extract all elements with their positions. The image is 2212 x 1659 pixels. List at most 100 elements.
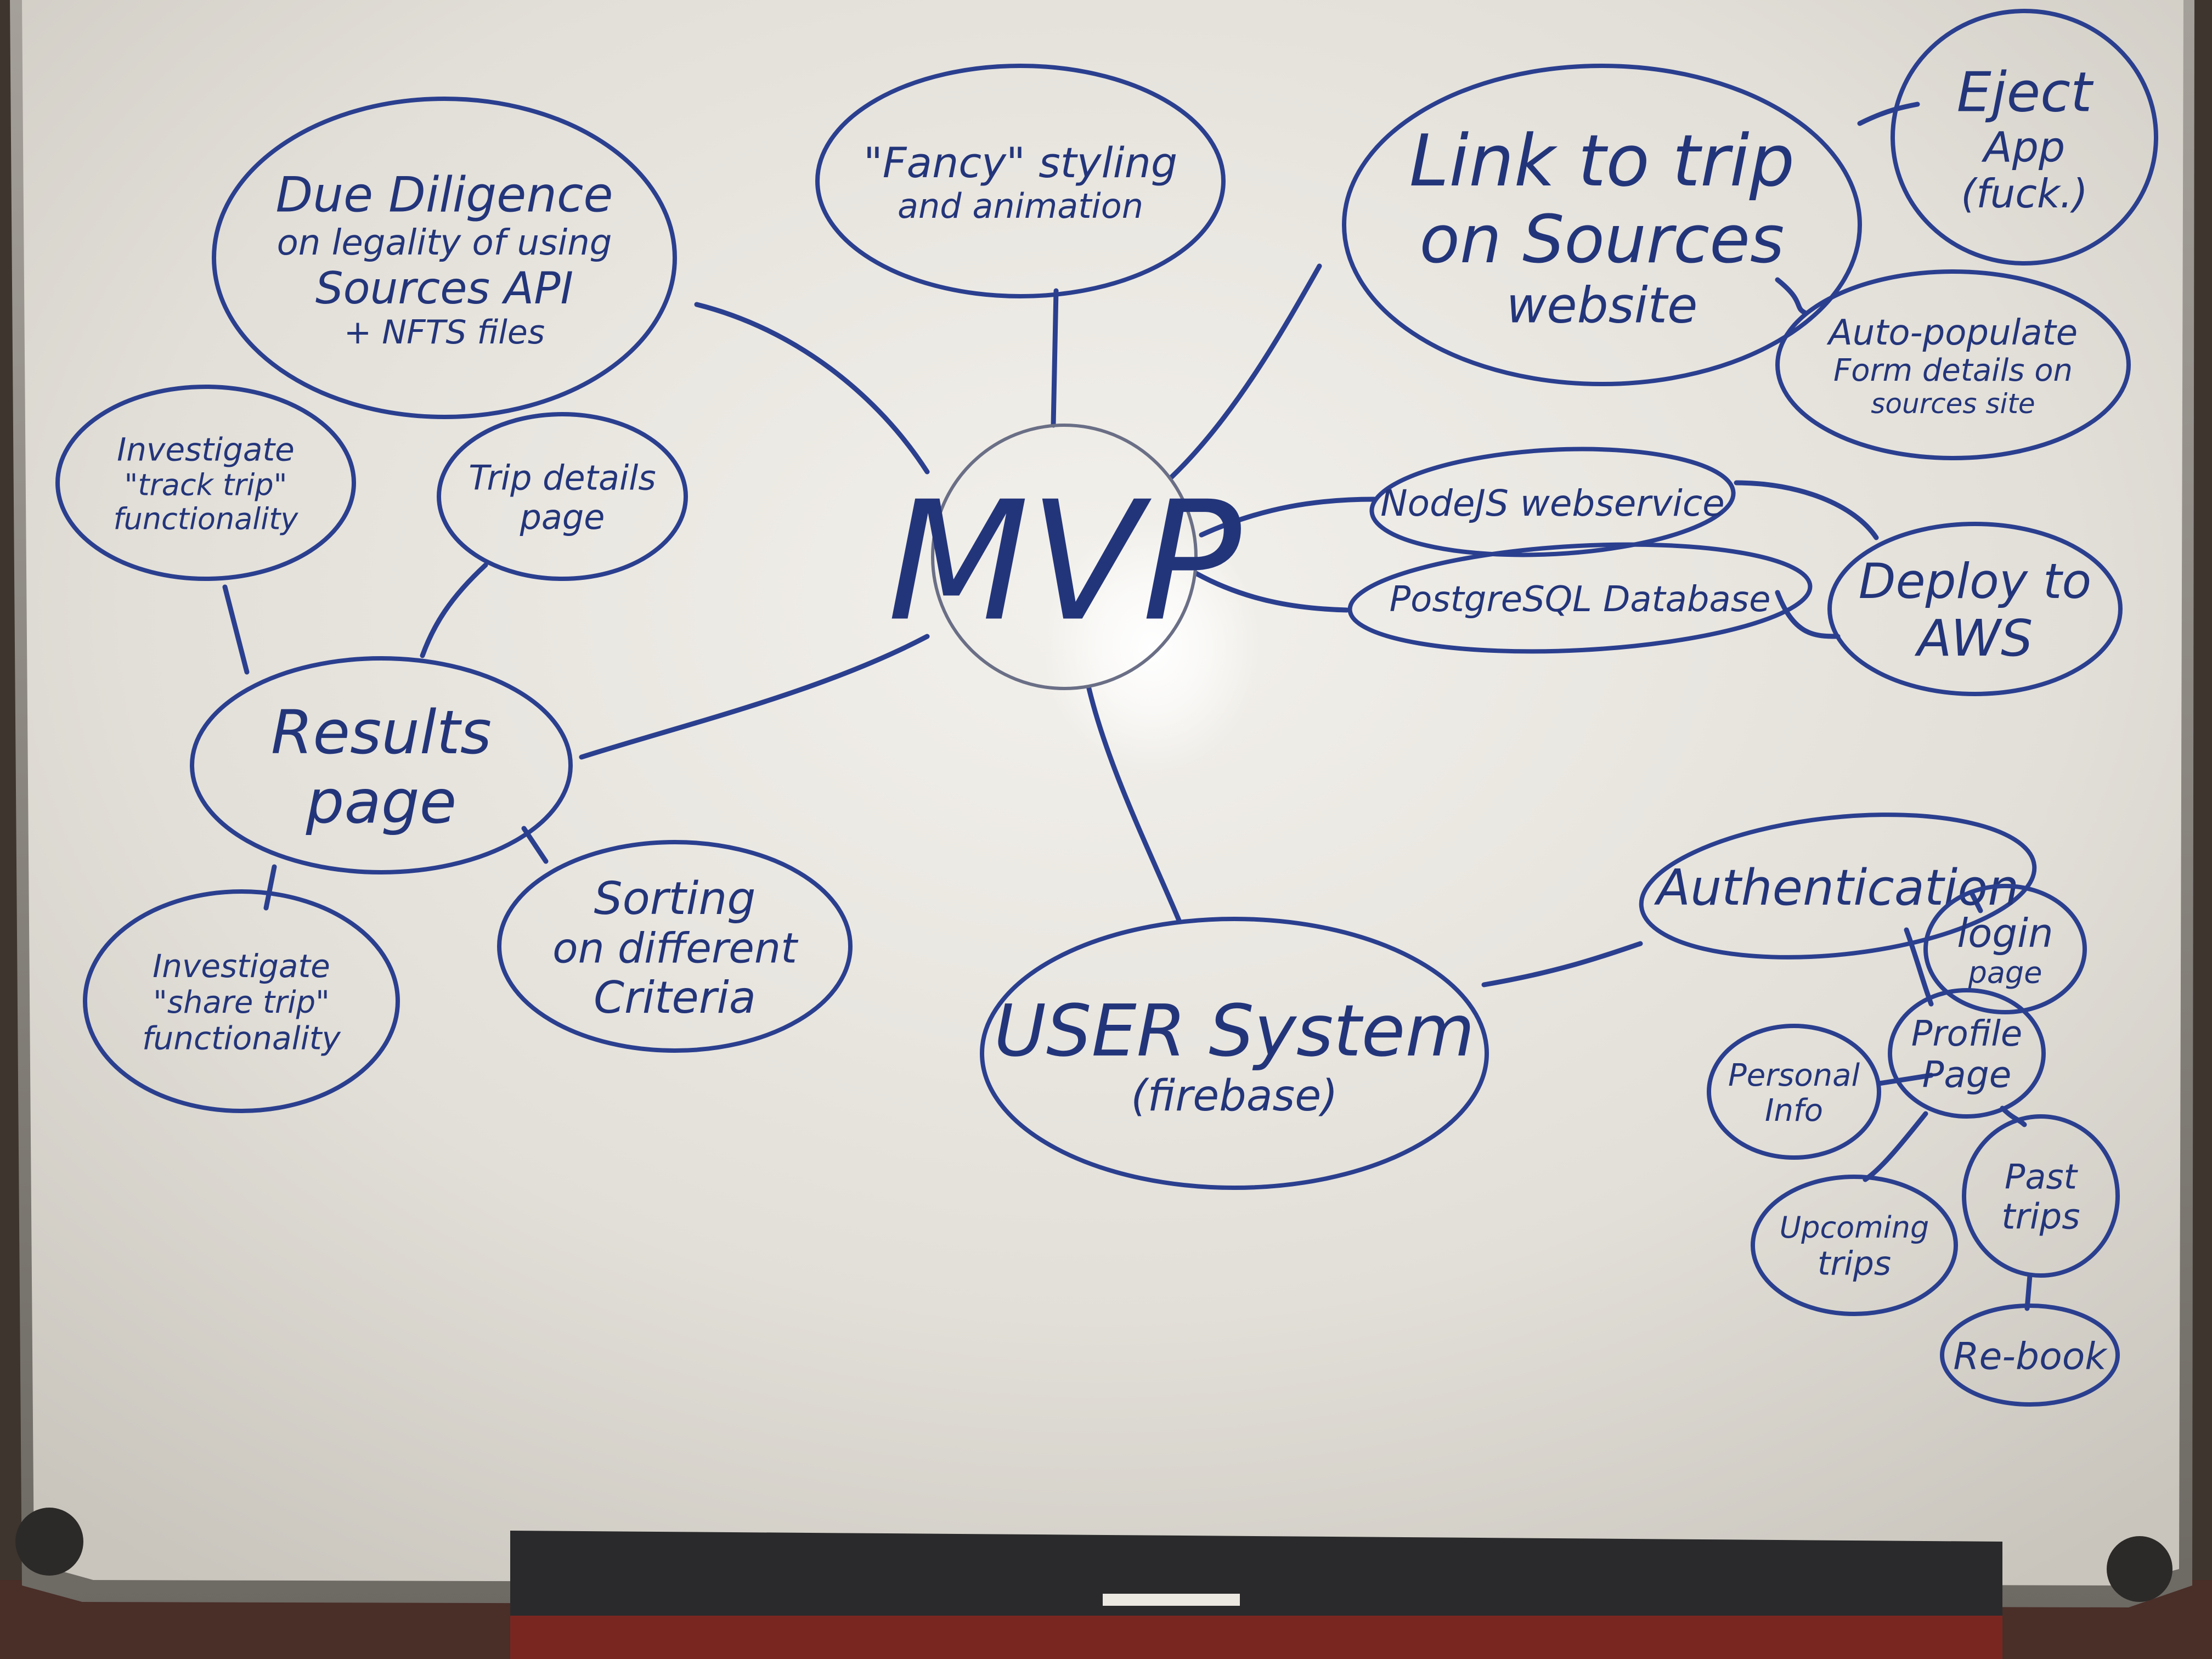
authentication-bubble: Authentication — [1639, 812, 2037, 960]
authentication-text-line-1: Authentication — [1654, 859, 2019, 917]
eject-app-text-line-3: (fuck.) — [1961, 171, 2087, 217]
nodejs-webservice-bubble: NodeJS webservice — [1369, 447, 1736, 557]
sorting-criteria-outline — [497, 840, 853, 1053]
upcoming-trips-outline — [1751, 1175, 1958, 1316]
profile-page-outline — [1888, 988, 2046, 1119]
line-track-results — [222, 584, 250, 675]
connector-lines — [222, 101, 2033, 1311]
sorting-criteria-text-line-2: on different — [552, 924, 799, 973]
auto-populate-text-line-2: Form details on — [1833, 353, 2073, 388]
line-mvp-nodejs — [1199, 496, 1377, 538]
investigate-share-trip-text-line-2: "share trip" — [153, 985, 330, 1020]
personal-info-outline — [1707, 1024, 1881, 1160]
postgresql-database-bubble: PostgreSQL Database — [1347, 542, 1813, 654]
investigate-track-trip-bubble: Investigate"track trip"functionality — [55, 385, 356, 581]
frame-corner-left — [15, 1508, 83, 1576]
link-to-trip-text-line-3: website — [1506, 277, 1698, 335]
login-page-outline — [1923, 884, 2087, 1014]
line-mvp-results — [579, 634, 930, 760]
past-trips-outline — [1962, 1114, 2120, 1278]
user-system-text-line-1: USER System — [994, 989, 1475, 1073]
postgresql-database-text-line-1: PostgreSQL Database — [1390, 579, 1771, 620]
deploy-to-aws-outline — [1827, 522, 2123, 696]
re-book-bubble: Re-book — [1940, 1304, 2120, 1407]
line-profile-past — [2000, 1105, 2027, 1127]
eject-app-text-line-1: Eject — [1957, 60, 2094, 124]
personal-info-text-line-1: Personal — [1728, 1058, 1860, 1093]
marker-tray — [510, 1531, 2002, 1616]
link-to-trip-text-line-1: Link to trip — [1409, 119, 1795, 202]
trip-details-page-text-line-1: Trip details — [469, 458, 656, 498]
investigate-track-trip-text-line-1: Investigate — [117, 431, 295, 469]
due-diligence-text-line-2: on legality of using — [277, 223, 612, 263]
tray-label — [1103, 1594, 1240, 1606]
investigate-track-trip-outline — [55, 385, 356, 581]
line-trip-details-results — [420, 562, 488, 658]
due-diligence-text-line-1: Due Diligence — [275, 167, 613, 223]
eject-app-outline — [1891, 9, 2158, 266]
line-mvp-due-diligence — [694, 302, 930, 475]
past-trips-text-line-1: Past — [2005, 1156, 2079, 1197]
results-page-outline — [190, 656, 573, 874]
line-user-auth — [1481, 941, 1643, 988]
deploy-to-aws-text-line-1: Deploy to — [1859, 553, 2091, 610]
authentication-outline — [1639, 812, 2037, 960]
auto-populate-outline — [1775, 269, 2131, 460]
investigate-track-trip-text-line-2: "track trip" — [125, 468, 287, 503]
fancy-styling-text-line-1: "Fancy" styling — [864, 138, 1177, 187]
user-system-text-line-2: (firebase) — [1131, 1071, 1338, 1121]
re-book-text-line-1: Re-book — [1953, 1335, 2108, 1379]
line-nodejs-deploy — [1734, 480, 1879, 540]
line-profile-personal — [1876, 1073, 1934, 1086]
investigate-track-trip-text-line-3: functionality — [114, 502, 299, 537]
mvp-center-outline — [931, 424, 1198, 690]
investigate-share-trip-text-line-3: functionality — [142, 1019, 341, 1057]
line-postgres-deploy — [1775, 590, 1841, 639]
results-page-text-line-2: page — [306, 767, 457, 837]
postgresql-database-outline — [1347, 542, 1813, 654]
line-auth-login — [1970, 891, 1983, 913]
line-mvp-postgres — [1193, 571, 1350, 613]
line-mvp-link — [1169, 263, 1322, 480]
eject-app-text-line-2: App — [1981, 123, 2065, 172]
investigate-share-trip-bubble: Investigate"share trip"functionality — [83, 889, 400, 1113]
user-system-bubble: USER System(firebase) — [980, 917, 1489, 1190]
line-mvp-fancy — [1051, 288, 1059, 428]
line-link-autopopulate — [1775, 277, 1808, 315]
fancy-styling-text-line-2: and animation — [898, 186, 1143, 226]
investigate-share-trip-outline — [83, 889, 400, 1113]
frame-corner-right — [2107, 1536, 2172, 1602]
profile-page-text-line-2: Page — [1922, 1054, 2012, 1096]
results-page-text-line-1: Results — [271, 697, 492, 768]
re-book-outline — [1940, 1304, 2120, 1407]
due-diligence-outline — [212, 97, 677, 419]
sorting-criteria-text-line-1: Sorting — [594, 873, 756, 925]
profile-page-text-line-1: Profile — [1911, 1014, 2023, 1054]
personal-info-text-line-2: Info — [1765, 1093, 1823, 1128]
nodejs-webservice-text-line-1: NodeJS webservice — [1380, 482, 1724, 524]
line-mvp-user — [1086, 686, 1182, 924]
trip-details-page-outline — [437, 412, 688, 581]
investigate-share-trip-text-line-1: Investigate — [153, 947, 330, 985]
trip-details-page-text-line-2: page — [520, 497, 605, 537]
line-results-share — [263, 864, 277, 911]
upcoming-trips-text-line-2: trips — [1818, 1245, 1891, 1283]
fancy-styling-outline — [815, 64, 1226, 298]
due-diligence-text-line-3: Sources API — [315, 263, 573, 314]
tray-bottom — [510, 1616, 2002, 1659]
deploy-to-aws-text-line-2: AWS — [1915, 609, 2033, 668]
line-past-rebook — [2024, 1273, 2033, 1311]
